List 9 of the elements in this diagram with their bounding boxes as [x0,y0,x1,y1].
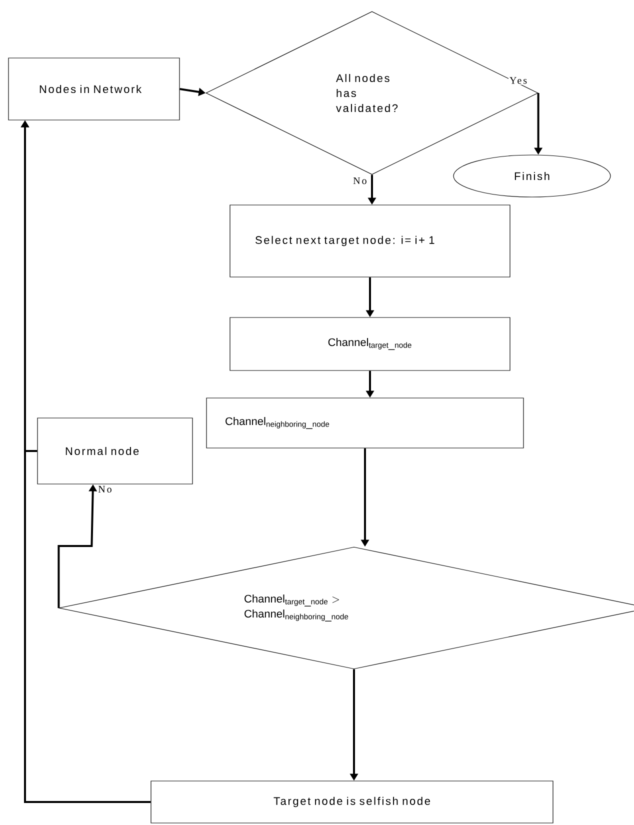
edge-label: Yes [508,76,528,85]
process-box: $\mathrm{Channel}_{\mathrm{neighboring\_node}}$ [206,398,524,448]
process-box: Nodes in Network [8,58,180,120]
process-box: Target node is selfish node [150,780,554,824]
process-box: Select next target node: i= i+ 1 [230,204,510,278]
edge-label: No [97,484,113,494]
process-box: Normal node [37,418,193,484]
edge-label: No [352,176,368,186]
process-box: $\mathrm{Channel}_{\mathrm{target\_node}}$ [230,317,510,371]
